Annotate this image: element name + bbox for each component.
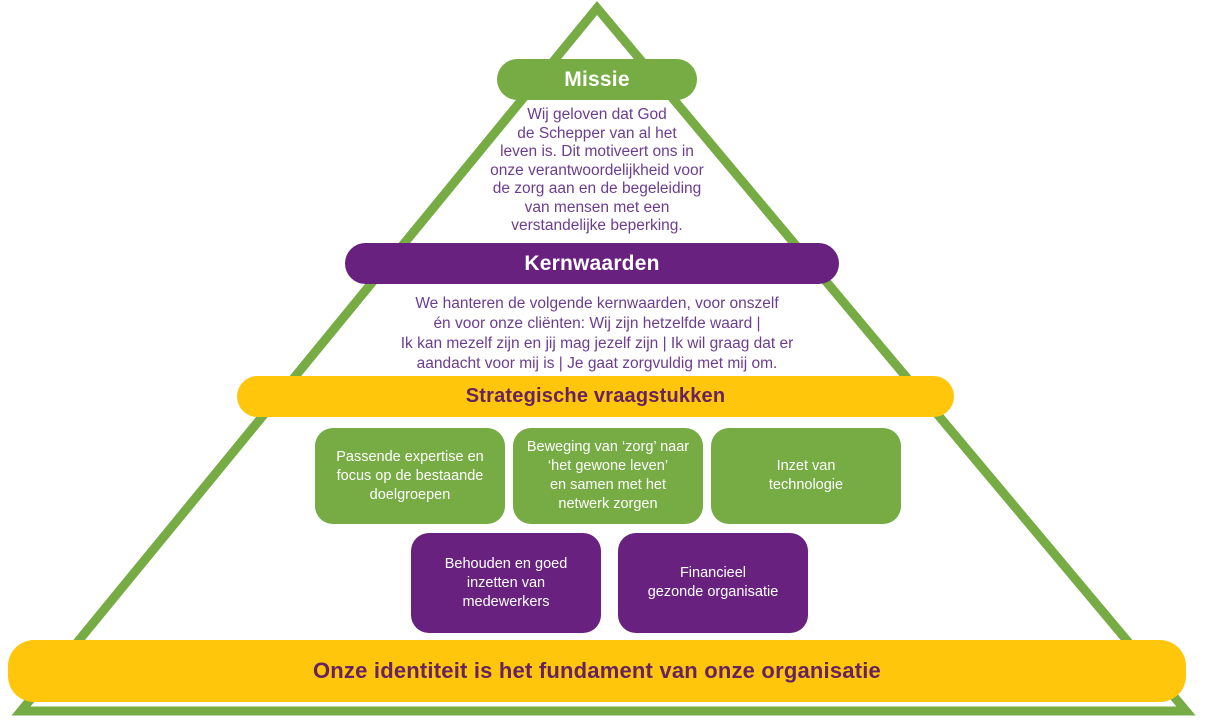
strategy-card-expertise: Passende expertise en focus op de bestaa… [315,428,505,524]
strategy-card-financieel: Financieel gezonde organisatie [618,533,808,633]
pyramid-triangle-stroke [11,0,1196,716]
strategy-card-medewerkers: Behouden en goed inzetten van medewerker… [411,533,601,633]
missie-description: Wij geloven dat God de Schepper van al h… [490,106,704,234]
missie-header: Missie [497,59,697,100]
strategy-card-technologie: Inzet van technologie [711,428,901,524]
kernwaarden-description: We hanteren de volgende kernwaarden, voo… [400,295,794,372]
fundament-bar: Onze identiteit is het fundament van onz… [8,640,1186,702]
strategische-vraagstukken-header: Strategische vraagstukken [237,376,954,417]
kernwaarden-header: Kernwaarden [345,243,839,284]
strategy-card-beweging: Beweging van ‘zorg’ naar ‘het gewone lev… [513,428,703,524]
